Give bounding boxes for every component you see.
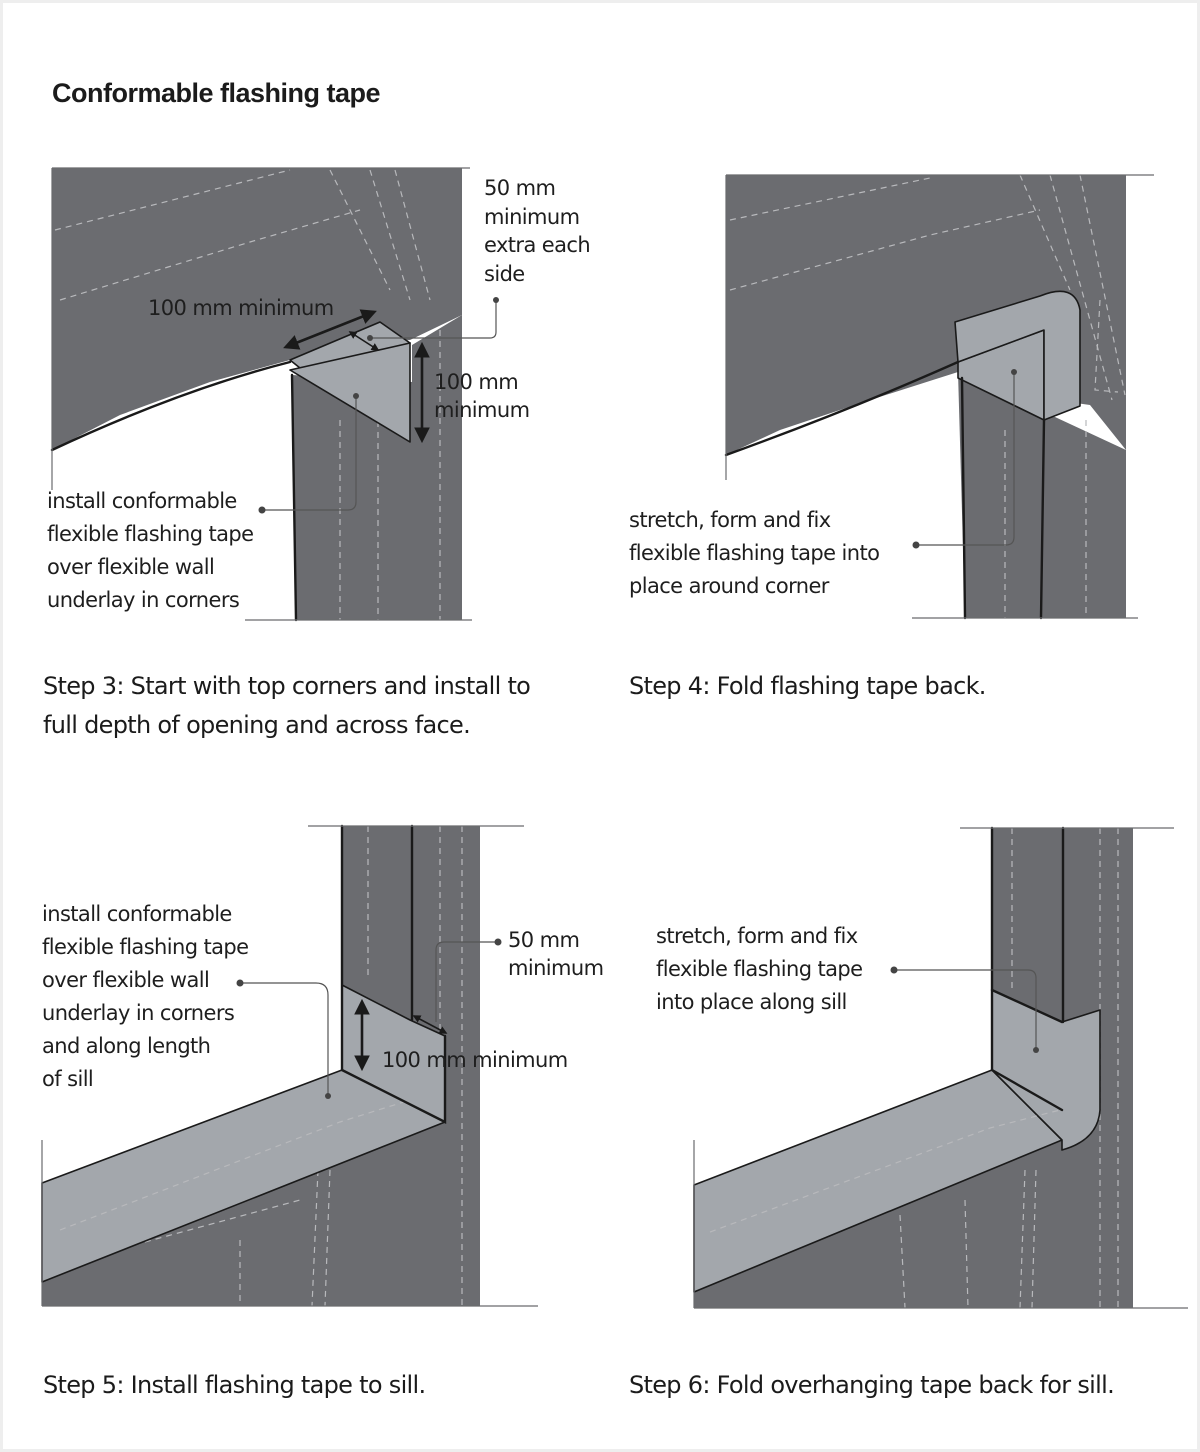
step5-label-height: 100 mm minimum [382,1048,568,1072]
step4-leader [916,372,1015,546]
step3-dimension-arrows [283,309,430,444]
step3-leader-install [262,396,357,511]
step5-caption: Step 5: Install flashing tape to sill. [43,1371,426,1399]
step6-illustration [693,826,1188,1309]
step4-head-edge [724,360,960,457]
step6-tape-fold [991,989,1101,1151]
step3-dashed-seams [54,169,441,620]
step5-dimension-arrows [354,998,448,1072]
step6-corner-edge [990,988,1064,1112]
step5-label-install: install conformable flexible flashing ta… [42,902,249,1091]
step3-leader-extra [370,300,497,339]
step3-tape-side [289,342,411,443]
step5-leader-install [240,982,329,1096]
step5-corner-edge [340,1034,447,1124]
step3-head-edge [50,360,292,452]
page-title: Conformable flashing tape [52,78,381,108]
step4-jamb-edge [960,376,967,620]
step3-illustration [50,167,499,622]
step3-caption: Step 3: Start with top corners and insta… [43,672,531,739]
step5-label-min: 50 mm minimum [508,928,604,980]
step6-dashed-seams [899,828,1119,1309]
step3-head-wall [52,168,462,450]
step6-leader [894,969,1037,1050]
step4-label: stretch, form and fix flexible flashing … [629,508,880,598]
step5-dashed-seams [59,826,463,1307]
step6-label: stretch, form and fix flexible flashing … [656,924,863,1014]
step3-label-width: 100 mm minimum [148,296,334,320]
step3-label-install: install conformable flexible flashing ta… [47,489,254,612]
step5-illustration [41,824,538,1307]
step4-caption: Step 4: Fold flashing tape back. [629,672,986,700]
step4-dashed-seams [729,174,1126,618]
step3-label-height: 100 mm minimum [434,370,530,422]
step3-jamb-edge [290,373,298,622]
step6-tape-sill-dash [709,1109,1061,1233]
step3-label-extra: 50 mm minimum extra each side [484,176,591,286]
step4-corner-edge [1039,418,1046,620]
step6-caption: Step 6: Fold overhanging tape back for s… [629,1371,1115,1399]
step4-illustration [724,174,1154,620]
step5-tape-sill-dash [59,1099,411,1231]
step4-tape-fold [954,290,1081,421]
step5-leader-min [435,941,498,1022]
